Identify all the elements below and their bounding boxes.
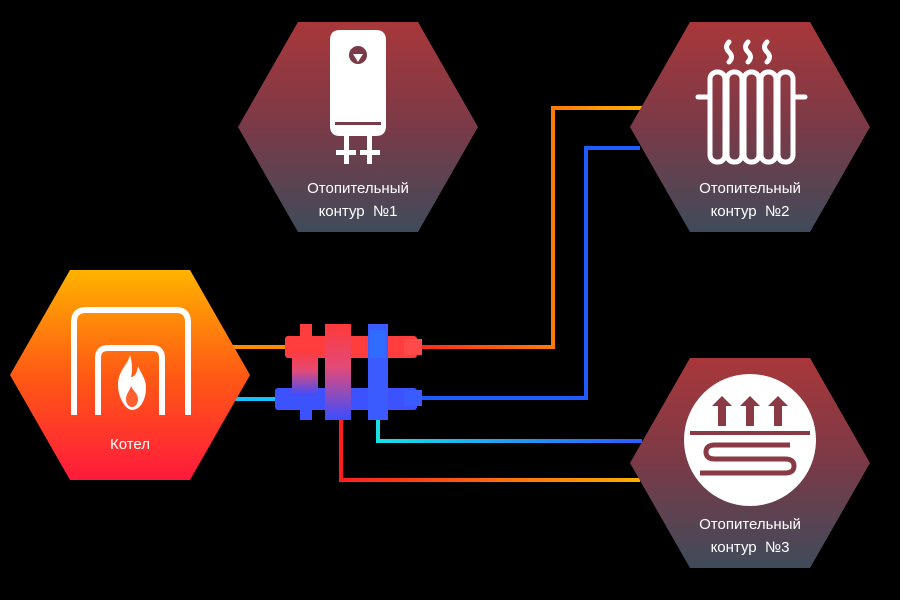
boiler-fire-icon (71, 307, 191, 415)
circuit2-label: Отопительный контур №2 (699, 180, 801, 220)
circuit3-cold-pipe (376, 408, 642, 443)
circuit2-cold-pipe (420, 146, 640, 400)
radiator-icon (695, 39, 808, 165)
circuit1-label: Отопительный контур №1 (307, 180, 409, 220)
underfloor-heating-icon (684, 374, 816, 506)
circuit3-hot-pipe (339, 408, 640, 482)
circuit2-hexagon (630, 22, 870, 232)
circuit3-label: Отопительный контур №3 (699, 516, 801, 556)
boiler-label: Котел (109, 436, 151, 453)
circuit2-hot-pipe (420, 106, 642, 349)
hydraulic-manifold (275, 324, 422, 420)
water-heater-icon (330, 30, 386, 164)
